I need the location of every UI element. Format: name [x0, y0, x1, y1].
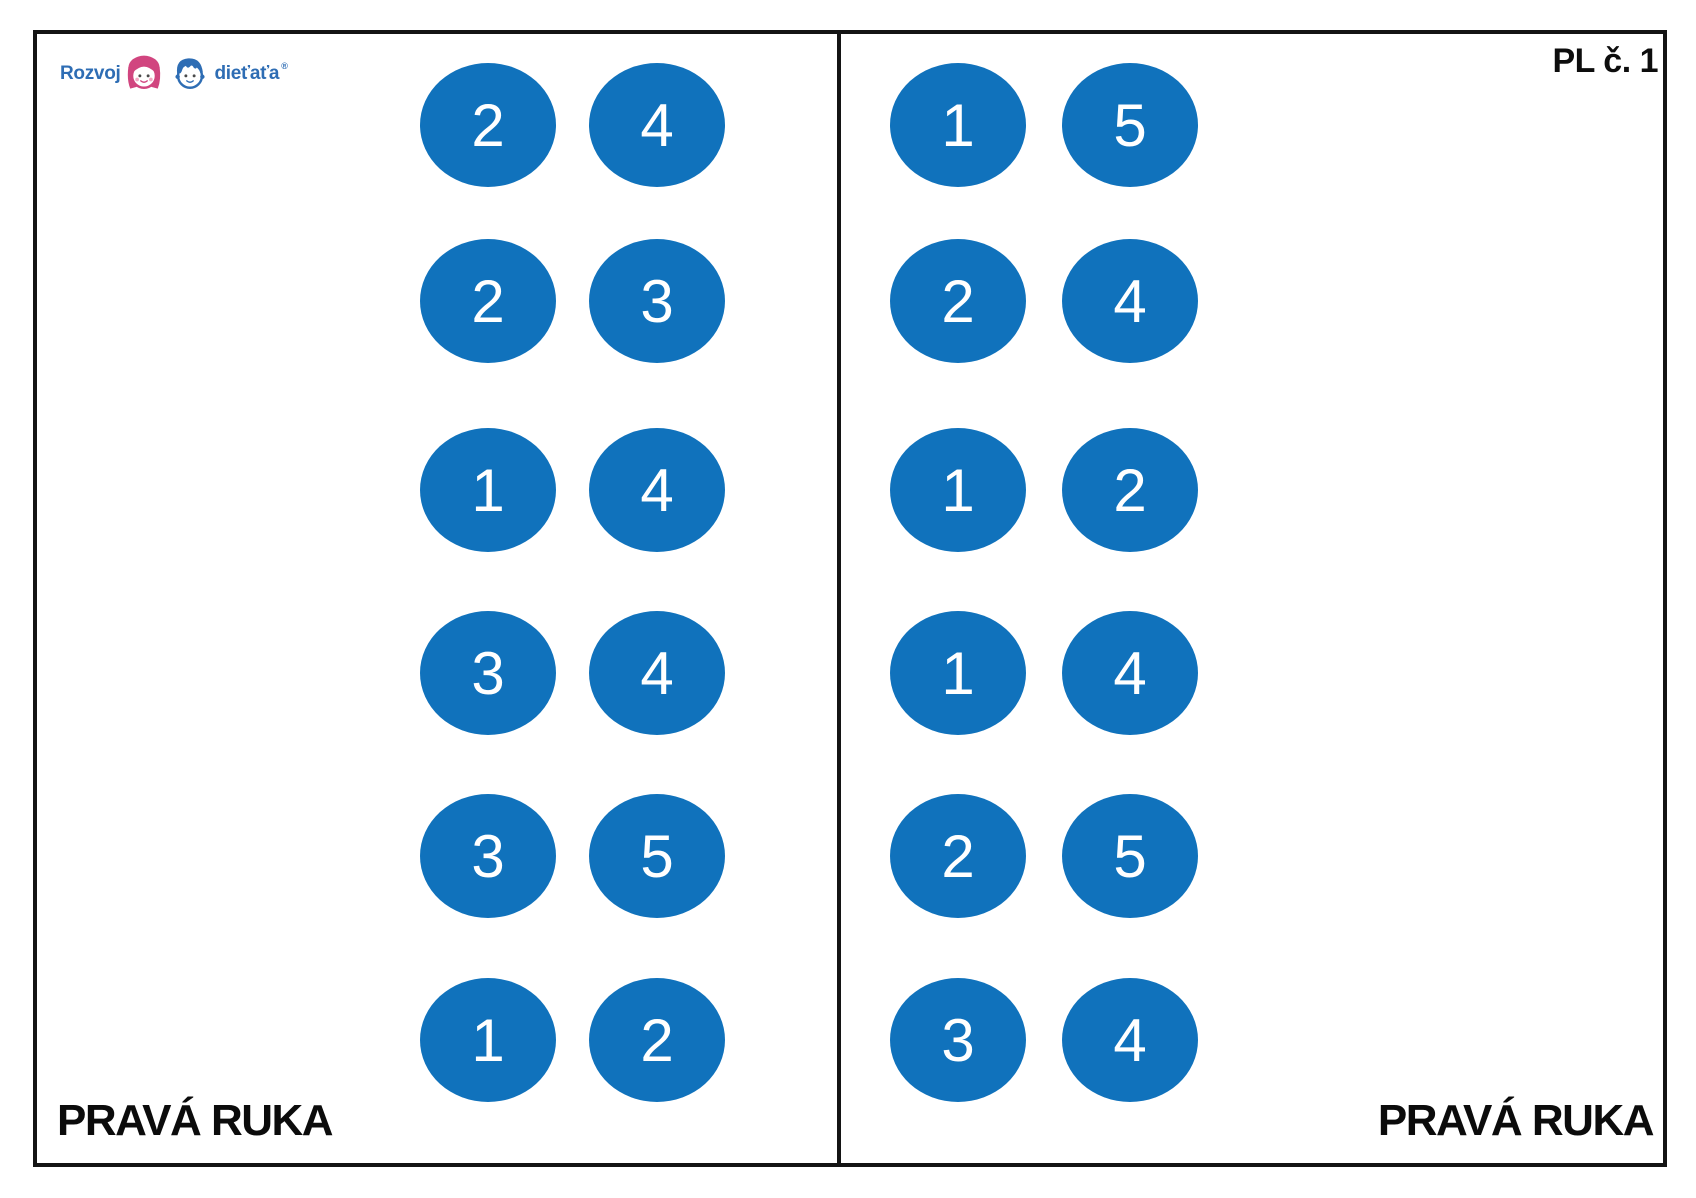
- page-border: [33, 30, 1667, 1167]
- number-circle: 2: [420, 63, 556, 187]
- number-circle: 3: [420, 611, 556, 735]
- number-circle: 4: [1062, 239, 1198, 363]
- number-circle: 1: [890, 428, 1026, 552]
- sheet-number-label: PL č. 1: [1552, 42, 1659, 80]
- number-circle: 4: [589, 428, 725, 552]
- panel-divider: [837, 30, 841, 1167]
- number-circle: 3: [420, 794, 556, 918]
- number-circle: 2: [890, 794, 1026, 918]
- boy-face-icon: [168, 52, 212, 96]
- rozvoj-dietata-logo: Rozvoj: [60, 52, 288, 96]
- registered-mark: ®: [281, 61, 288, 71]
- number-circle: 4: [589, 611, 725, 735]
- number-circle: 4: [1062, 611, 1198, 735]
- number-circle: 2: [1062, 428, 1198, 552]
- number-circle: 3: [589, 239, 725, 363]
- right-panel-footer-label: PRAVÁ RUKA: [1377, 1096, 1655, 1145]
- left-panel-footer-label: PRAVÁ RUKA: [57, 1096, 334, 1145]
- logo-text-right: dieťaťa: [214, 63, 280, 84]
- logo-text-left: Rozvoj: [60, 63, 121, 84]
- number-circle: 4: [1062, 978, 1198, 1102]
- number-circle: 4: [589, 63, 725, 187]
- number-circle: 2: [420, 239, 556, 363]
- number-circle: 2: [589, 978, 725, 1102]
- number-circle: 5: [1062, 63, 1198, 187]
- number-circle: 3: [890, 978, 1026, 1102]
- number-circle: 2: [890, 239, 1026, 363]
- number-circle: 1: [890, 611, 1026, 735]
- number-circle: 5: [589, 794, 725, 918]
- girl-face-icon: [122, 52, 166, 96]
- number-circle: 1: [420, 428, 556, 552]
- number-circle: 1: [420, 978, 556, 1102]
- number-circle: 5: [1062, 794, 1198, 918]
- number-circle: 1: [890, 63, 1026, 187]
